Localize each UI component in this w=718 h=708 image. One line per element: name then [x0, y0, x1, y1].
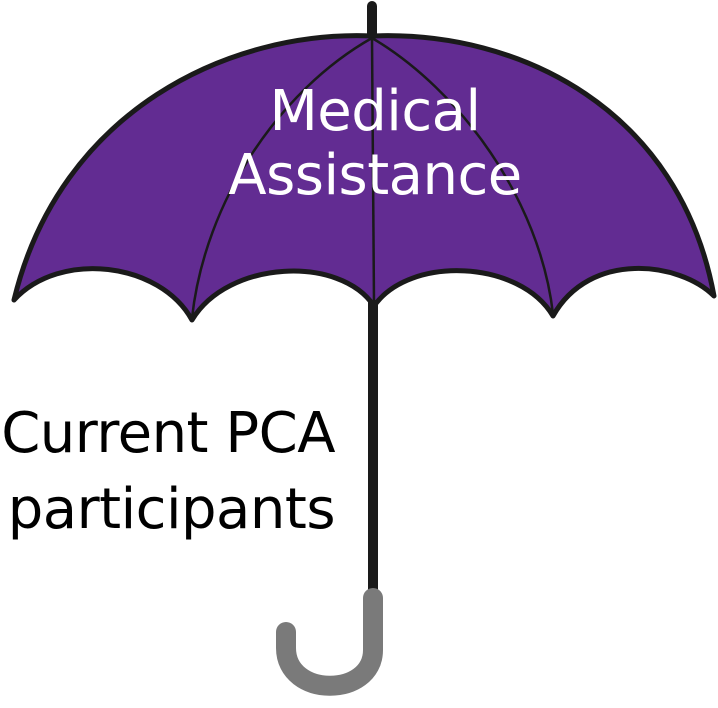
canopy-rib-right — [371, 36, 555, 315]
under-umbrella-label: Current PCA participants — [1, 396, 335, 548]
canopy-label-line2: Assistance — [228, 143, 522, 208]
umbrella-handle — [276, 588, 383, 696]
canopy-label-line1: Medical — [269, 79, 481, 144]
under-label-line2: participants — [7, 477, 336, 542]
canopy-rib-center — [370, 37, 376, 305]
under-label-line1: Current PCA — [1, 401, 335, 466]
canopy-rib-left — [190, 36, 373, 319]
canopy-label: Medical Assistance — [200, 80, 550, 208]
